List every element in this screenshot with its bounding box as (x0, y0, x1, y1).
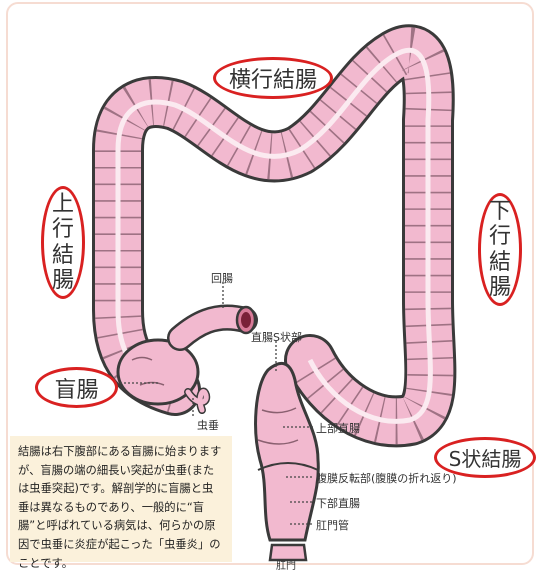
ascending-char: 結 (52, 243, 74, 268)
ascending-char: 上 (52, 192, 74, 217)
upper-rectum-label: 上部直腸 (316, 420, 360, 436)
ascending-char: 腸 (52, 268, 74, 293)
sigmoid-colon-text: S状結腸 (449, 443, 522, 472)
descending-char: 行 (489, 224, 511, 249)
ascending-char: 行 (52, 217, 74, 242)
descending-char: 結 (489, 250, 511, 275)
lower-rectum-label: 下部直腸 (316, 495, 360, 511)
explanation-note: 結腸は右下腹部にある盲腸に始まりますが、盲腸の端の細長い突起が虫垂(または虫垂突… (10, 436, 232, 562)
label-cecum: 盲腸 (35, 367, 118, 408)
appendix-label: 虫垂 (197, 417, 219, 433)
descending-char: 下 (489, 199, 511, 224)
label-transverse-colon: 横行結腸 (213, 57, 333, 99)
label-descending-colon: 下 行 結 腸 (478, 193, 522, 306)
peritoneal-reflection-label: 腹膜反転部(腹膜の折れ返り) (316, 470, 457, 486)
anal-canal-label: 肛門管 (316, 517, 349, 533)
label-ascending-colon: 上 行 結 腸 (41, 186, 85, 299)
descending-char: 腸 (489, 275, 511, 300)
transverse-colon-text: 横行結腸 (229, 62, 317, 94)
rectosigmoid-label: 直腸S状部 (251, 329, 302, 345)
cecum-text: 盲腸 (54, 372, 98, 404)
explanation-text: 結腸は右下腹部にある盲腸に始まりますが、盲腸の端の細長い突起が虫垂(または虫垂突… (18, 445, 221, 570)
ileum-shape (180, 307, 255, 338)
ileum-label: 回腸 (211, 270, 233, 286)
